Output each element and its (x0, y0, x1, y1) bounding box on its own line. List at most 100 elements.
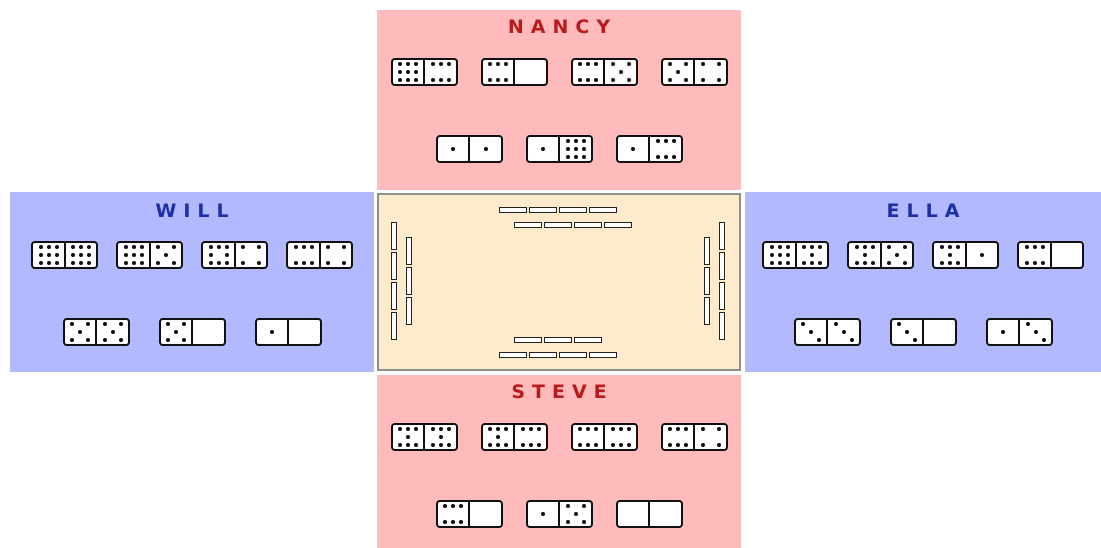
pip (209, 261, 213, 265)
pip (55, 245, 59, 249)
played-tile (406, 237, 412, 265)
domino-tile[interactable] (526, 500, 593, 528)
domino-tile[interactable] (762, 241, 829, 269)
pip (496, 435, 500, 439)
pip (594, 443, 598, 447)
pip (504, 427, 508, 431)
domino-tile[interactable] (391, 423, 458, 451)
pip (241, 261, 245, 265)
domino-tile[interactable] (286, 241, 353, 269)
pip (225, 245, 229, 249)
domino-half (483, 425, 514, 449)
pip (488, 427, 492, 431)
hand-row (377, 423, 741, 451)
pip (611, 443, 615, 447)
played-tile (604, 222, 632, 228)
domino-tile[interactable] (661, 58, 728, 86)
pip (586, 62, 590, 66)
domino-tile[interactable] (847, 241, 914, 269)
pip (1041, 261, 1045, 265)
domino-half (425, 425, 456, 449)
domino-half (849, 243, 880, 267)
pip (398, 427, 402, 431)
pip (414, 70, 418, 74)
domino-tile[interactable] (255, 318, 322, 346)
domino-tile[interactable] (201, 241, 268, 269)
pip (778, 261, 782, 265)
pip (447, 427, 451, 431)
pip (582, 139, 586, 143)
domino-half (257, 320, 288, 344)
domino-half (515, 425, 546, 449)
domino-tile[interactable] (391, 58, 458, 86)
domino-tile[interactable] (159, 318, 226, 346)
domino-tile[interactable] (526, 135, 593, 163)
pip (406, 435, 410, 439)
played-tile (529, 352, 557, 358)
pip (71, 253, 75, 257)
pip (895, 253, 899, 257)
domino-tile[interactable] (986, 318, 1053, 346)
domino-tile[interactable] (616, 500, 683, 528)
pip (810, 253, 814, 257)
pip (79, 261, 83, 265)
pip (87, 261, 91, 265)
pip (398, 62, 402, 66)
pip (1026, 322, 1030, 326)
pip (1034, 330, 1038, 334)
pip (103, 322, 107, 326)
pip (842, 330, 846, 334)
domino-half (236, 243, 267, 267)
domino-tile[interactable] (63, 318, 130, 346)
domino-half (663, 425, 694, 449)
domino-tile[interactable] (661, 423, 728, 451)
pip (594, 427, 598, 431)
domino-tile[interactable] (932, 241, 999, 269)
pip (578, 62, 582, 66)
domino-half (934, 243, 965, 267)
pip (611, 78, 615, 82)
pip (887, 261, 891, 265)
pip (809, 330, 813, 334)
domino-tile[interactable] (436, 135, 503, 163)
domino-half (470, 502, 501, 526)
played-tile (719, 312, 725, 340)
domino-tile[interactable] (436, 500, 503, 528)
pip (619, 70, 623, 74)
domino-tile[interactable] (616, 135, 683, 163)
pip (611, 62, 615, 66)
domino-half (924, 320, 955, 344)
domino-tile[interactable] (794, 318, 861, 346)
pip (818, 261, 822, 265)
pip (504, 78, 508, 82)
pip (447, 62, 451, 66)
played-tile (391, 282, 397, 310)
pip (668, 427, 672, 431)
pip (39, 261, 43, 265)
domino-tile[interactable] (31, 241, 98, 269)
player-name-steve: STEVE (377, 381, 741, 403)
pip (488, 78, 492, 82)
hand-row (377, 135, 741, 163)
domino-half (193, 320, 224, 344)
pip (257, 261, 261, 265)
pip (871, 261, 875, 265)
domino-tile[interactable] (481, 58, 548, 86)
pip (701, 427, 705, 431)
pip (270, 330, 274, 334)
domino-tile[interactable] (571, 58, 638, 86)
domino-half (1020, 320, 1051, 344)
pip (182, 338, 186, 342)
domino-half (764, 243, 795, 267)
pip (310, 261, 314, 265)
domino-tile[interactable] (571, 423, 638, 451)
pip (439, 427, 443, 431)
domino-tile[interactable] (116, 241, 183, 269)
domino-tile[interactable] (1017, 241, 1084, 269)
domino-tile[interactable] (481, 423, 548, 451)
domino-tile[interactable] (890, 318, 957, 346)
pip (225, 261, 229, 265)
played-tile (574, 222, 602, 228)
played-tile (406, 267, 412, 295)
pip (406, 78, 410, 82)
